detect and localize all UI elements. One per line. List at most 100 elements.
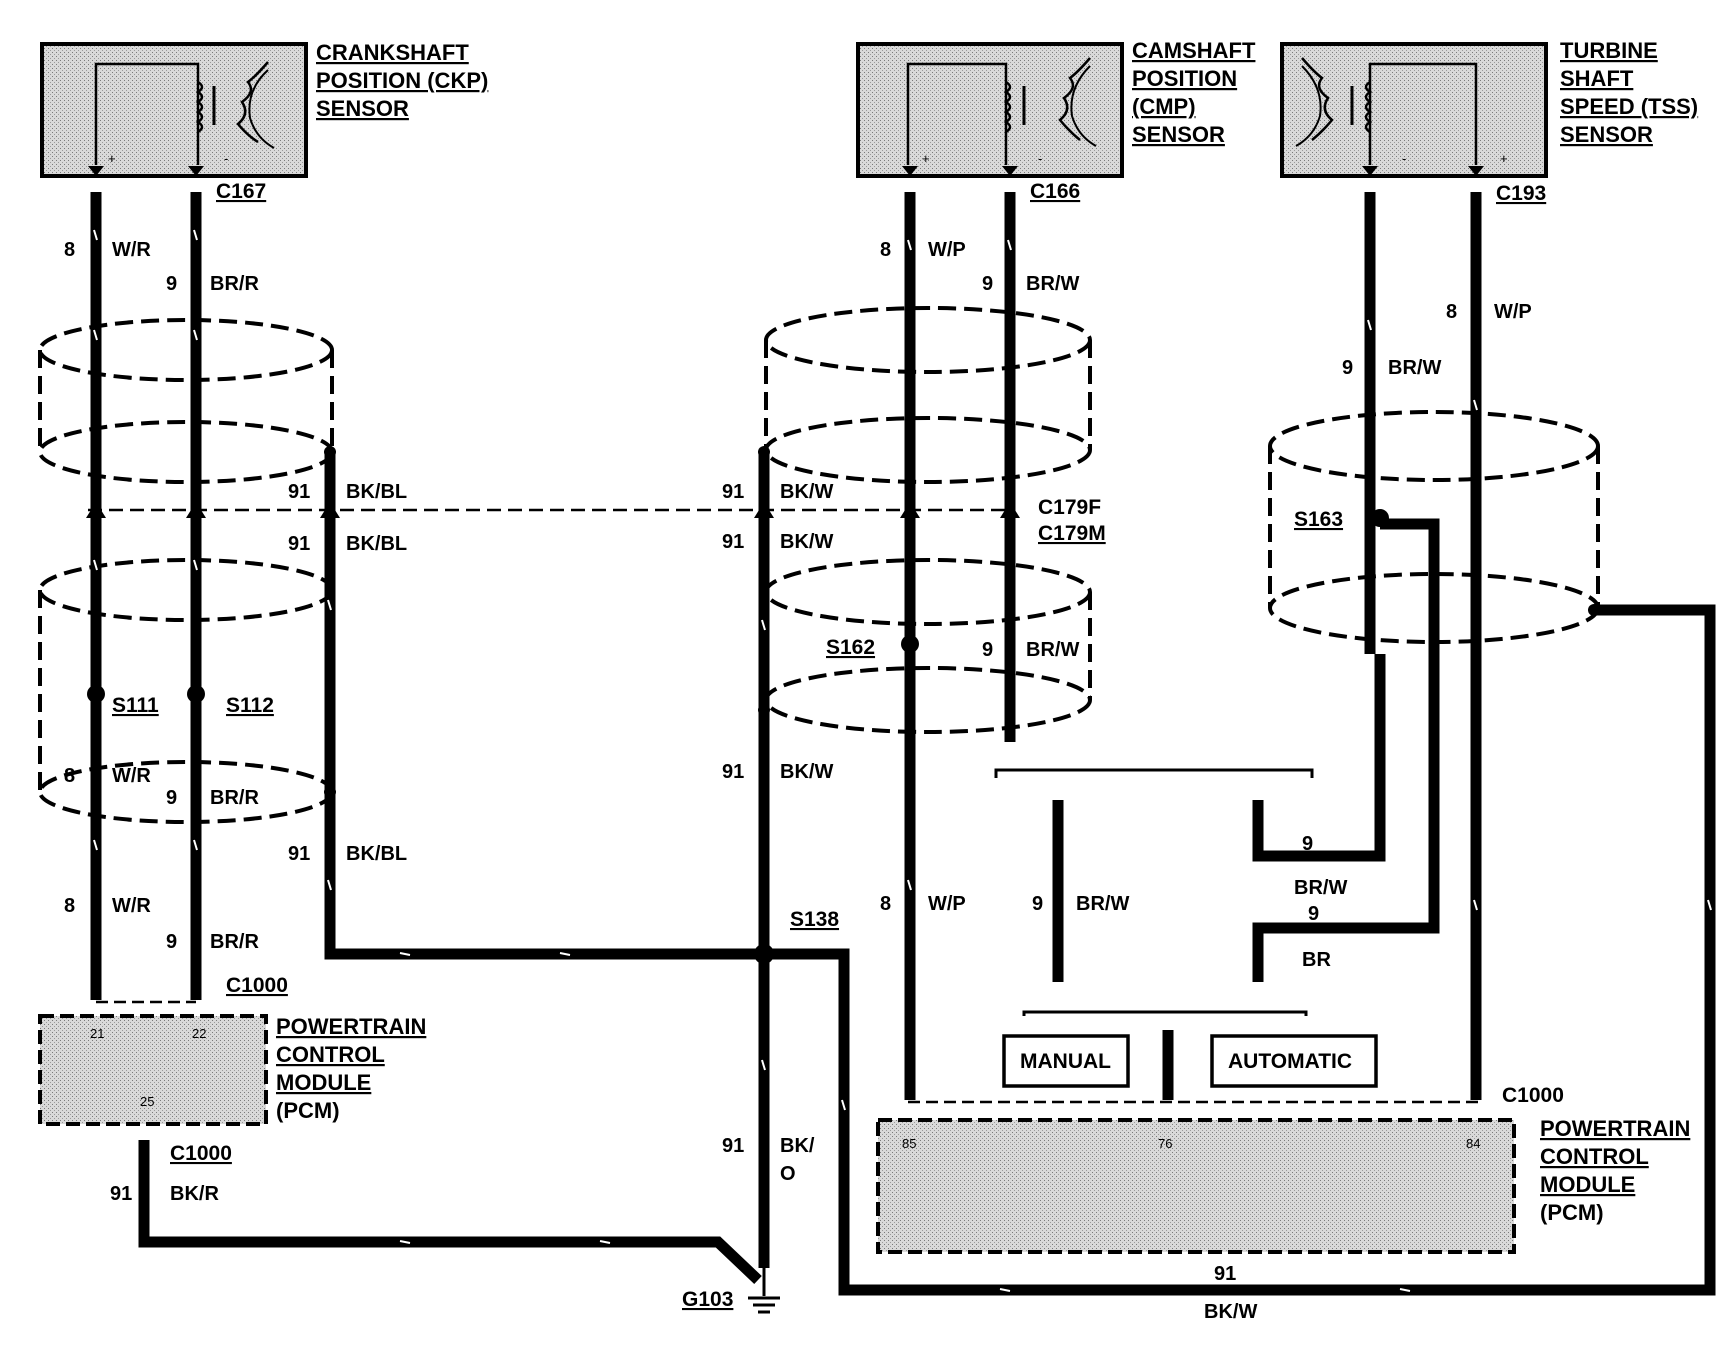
wire-circuit: 9 [166, 931, 177, 953]
wire-circuit: 9 [1032, 893, 1043, 915]
wire-color: W/P [1494, 301, 1532, 323]
pcm-right: 85 76 84 [876, 1118, 1516, 1254]
ckp-title-line1: CRANKSHAFT [316, 40, 469, 65]
cmp-title-line2: POSITION [1132, 66, 1237, 91]
wire-color: W/P [928, 239, 966, 261]
wire-color: BK/BL [346, 533, 407, 555]
wire-circuit: 9 [166, 787, 177, 809]
wire-highlights [93, 229, 1712, 1292]
connector-c1000-right: C1000 [1502, 1084, 1564, 1107]
wire-circuit: 9 [1302, 833, 1313, 855]
tss-sensor: - + [1280, 42, 1548, 178]
pcm-right-pin-76: 76 [1158, 1136, 1172, 1151]
wire-color: BR/W [1388, 357, 1441, 379]
tss-minus-pin: - [1402, 151, 1406, 166]
wire-color: BK/BL [346, 481, 407, 503]
cmp-title-line3: (CMP) [1132, 94, 1196, 119]
connector-c193: C193 [1496, 182, 1546, 205]
cmp-title-line4: SENSOR [1132, 122, 1225, 147]
wire-circuit: 9 [982, 639, 993, 661]
wire-color: W/R [112, 895, 151, 917]
tss-title-line3: SPEED (TSS) [1560, 94, 1698, 119]
pcm-left-title-line4: (PCM) [276, 1098, 340, 1123]
wire-color: BK/W [780, 531, 833, 553]
wire-color: BK/W [1204, 1301, 1257, 1323]
wire-color: BR/R [210, 273, 259, 295]
ckp-title-line2: POSITION (CKP) [316, 68, 488, 93]
wire-circuit: 8 [64, 895, 75, 917]
wire-circuit: 9 [1342, 357, 1353, 379]
pcm-left-pin-21: 21 [90, 1026, 104, 1041]
wire-circuit: 91 [288, 533, 310, 555]
wire-color: BR/R [210, 787, 259, 809]
connector-c167: C167 [216, 180, 266, 203]
pcm-right-title-line2: CONTROL [1540, 1144, 1649, 1169]
wire-color: BK/W [780, 761, 833, 783]
option-brackets [994, 768, 1378, 1088]
wires [90, 192, 1716, 1296]
wire-circuit: 91 [722, 481, 744, 503]
ground-symbol [748, 1268, 780, 1314]
wire-color: BR/W [1026, 639, 1079, 661]
splice-s162: S162 [826, 636, 875, 659]
cmp-title-line1: CAMSHAFT [1132, 38, 1256, 63]
ground-g103: G103 [682, 1288, 733, 1311]
ckp-plus-pin: + [108, 151, 116, 166]
wire-color: BK/BL [346, 843, 407, 865]
cmp-plus-pin: + [922, 151, 930, 166]
wire-circuit: 9 [1308, 903, 1319, 925]
wire-circuit: 91 [722, 761, 744, 783]
splice-s163: S163 [1294, 508, 1343, 531]
pcm-right-title-line3: MODULE [1540, 1172, 1635, 1197]
manual-box [1002, 1034, 1130, 1088]
pcm-right-pin-85: 85 [902, 1136, 916, 1151]
pcm-left: 21 22 25 [38, 1014, 268, 1126]
pcm-left-title-line3: MODULE [276, 1070, 371, 1095]
wire-color: W/R [112, 239, 151, 261]
wire-circuit: 8 [64, 239, 75, 261]
pcm-left-title-line1: POWERTRAIN [276, 1014, 426, 1039]
wire-color: BK/W [780, 481, 833, 503]
pcm-right-title-line1: POWERTRAIN [1540, 1116, 1690, 1141]
ckp-minus-pin: - [224, 151, 228, 166]
cmp-sensor: + - [856, 42, 1124, 178]
wire-circuit: 9 [982, 273, 993, 295]
wire-color: W/P [928, 893, 966, 915]
wire-circuit: 8 [880, 239, 891, 261]
tss-plus-pin: + [1500, 151, 1508, 166]
wire-color: BR/R [210, 931, 259, 953]
wire-circuit: 91 [1214, 1263, 1236, 1285]
cmp-minus-pin: - [1038, 151, 1042, 166]
splice-s111: S111 [112, 694, 159, 717]
ckp-sensor: + - [40, 42, 308, 178]
splice-s112: S112 [226, 694, 274, 717]
wire-color: W/R [112, 765, 151, 787]
wire-color: BR/W [1026, 273, 1079, 295]
wire-circuit: 91 [722, 531, 744, 553]
connector-c179m: C179M [1038, 522, 1106, 545]
wire-color: BK/R [170, 1183, 219, 1205]
automatic-box [1210, 1034, 1378, 1088]
pcm-right-title-line4: (PCM) [1540, 1200, 1604, 1225]
pcm-left-title-line2: CONTROL [276, 1042, 385, 1067]
wire-circuit: 91 [722, 1135, 744, 1157]
wire-circuit: 91 [110, 1183, 132, 1205]
option-manual: MANUAL [1020, 1050, 1111, 1073]
tss-title-line1: TURBINE [1560, 38, 1658, 63]
ckp-title-line3: SENSOR [316, 96, 409, 121]
wire-circuit: 91 [288, 481, 310, 503]
connector-c1000-bottom: C1000 [170, 1142, 232, 1165]
connector-terminals [86, 166, 1484, 518]
wire-color: BR/W [1294, 877, 1347, 899]
wire-circuit: 9 [166, 273, 177, 295]
wire-color: BR [1302, 949, 1331, 971]
shields [38, 306, 1600, 824]
wire-circuit: 8 [1446, 301, 1457, 323]
connector-c179f: C179F [1038, 496, 1101, 519]
splice-dots [87, 446, 1600, 964]
wire-circuit: 8 [880, 893, 891, 915]
wire-color: O [780, 1163, 796, 1185]
wire-circuit: 91 [288, 843, 310, 865]
wire-circuit: 8 [64, 765, 75, 787]
